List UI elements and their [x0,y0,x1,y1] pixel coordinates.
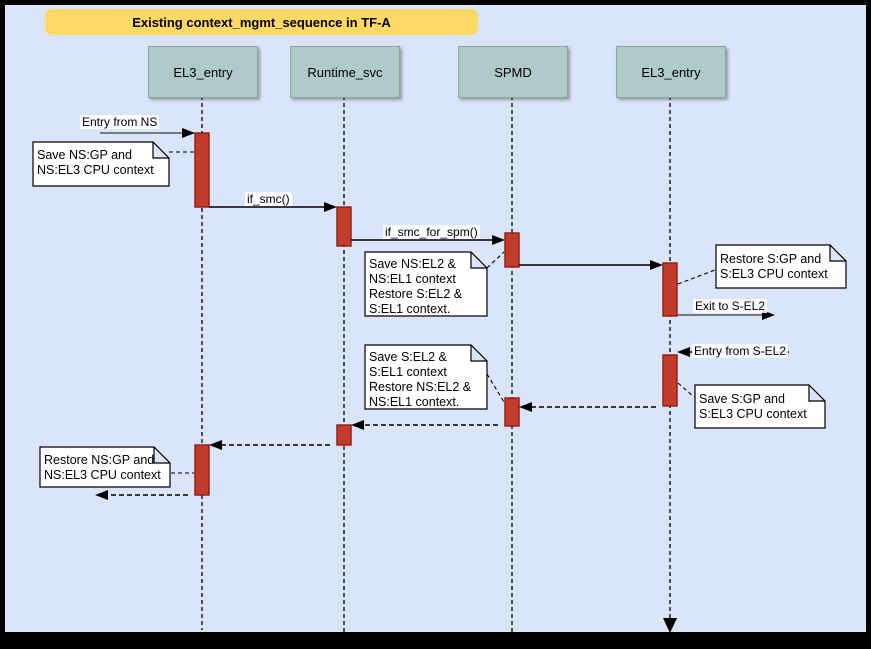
diagram-background [5,5,866,632]
label-entry-from-s-el2: Entry from S-EL2 [692,344,789,358]
actor-label: EL3_entry [641,64,701,80]
note-save-ns-context: Save NS:GP and NS:EL3 CPU context [37,148,154,177]
lifeline-end-arrow-icon [663,618,677,633]
note-shape [364,251,488,317]
activation-bar [504,397,520,427]
note-restore-s-context: Restore S:GP and S:EL3 CPU context [720,252,828,281]
arrowhead [95,490,108,500]
note-shape [364,344,488,410]
note-restore-ns-context: Restore NS:GP and NS:EL3 CPU context [44,453,161,482]
note-shape [32,141,170,187]
label-exit-to-s-el2: Exit to S-EL2 [693,299,768,313]
activation-bar [194,444,210,496]
activation-bar [194,132,210,208]
activation-bar [662,262,678,317]
title-banner: Existing context_mgmt_sequence in TF-A [45,9,478,35]
note-connector [677,269,716,285]
note-connector [677,382,695,398]
actor-el3-entry-left: EL3_entry [148,46,258,98]
note-save-s-context: Save S:GP and S:EL3 CPU context [699,392,807,421]
note-shape [694,384,826,429]
activation-bar [336,206,352,247]
actor-label: SPMD [494,64,532,80]
note-shape [39,446,171,488]
arrowhead [492,235,505,245]
actor-el3-entry-right: EL3_entry [616,46,726,98]
label-if-smc: if_smc() [245,192,292,206]
actor-label: Runtime_svc [307,64,383,80]
arrowhead [182,128,195,138]
actor-label: EL3_entry [173,64,233,80]
activation-bar [662,354,678,407]
label-if-smc-for-spm: if_smc_for_spm() [383,225,480,239]
arrowhead [650,260,663,270]
arrowhead [677,347,690,357]
note-connector [486,373,505,403]
note-shape [715,244,847,289]
arrowhead [351,420,364,430]
activation-bar [336,424,352,446]
label-entry-from-ns: Entry from NS [80,115,160,129]
note-connector [486,251,505,269]
actor-spmd: SPMD [458,46,568,98]
arrowhead [209,440,222,450]
note-save-s-el2-el1: Save S:EL2 & S:EL1 context Restore NS:EL… [369,350,472,409]
diagram-title: Existing context_mgmt_sequence in TF-A [132,14,391,30]
activation-bar [504,232,520,268]
arrowhead [324,202,337,212]
actor-runtime-svc: Runtime_svc [290,46,400,98]
arrowhead [519,402,532,412]
note-save-ns-el2-el1: Save NS:EL2 & NS:EL1 context Restore S:E… [369,257,463,316]
